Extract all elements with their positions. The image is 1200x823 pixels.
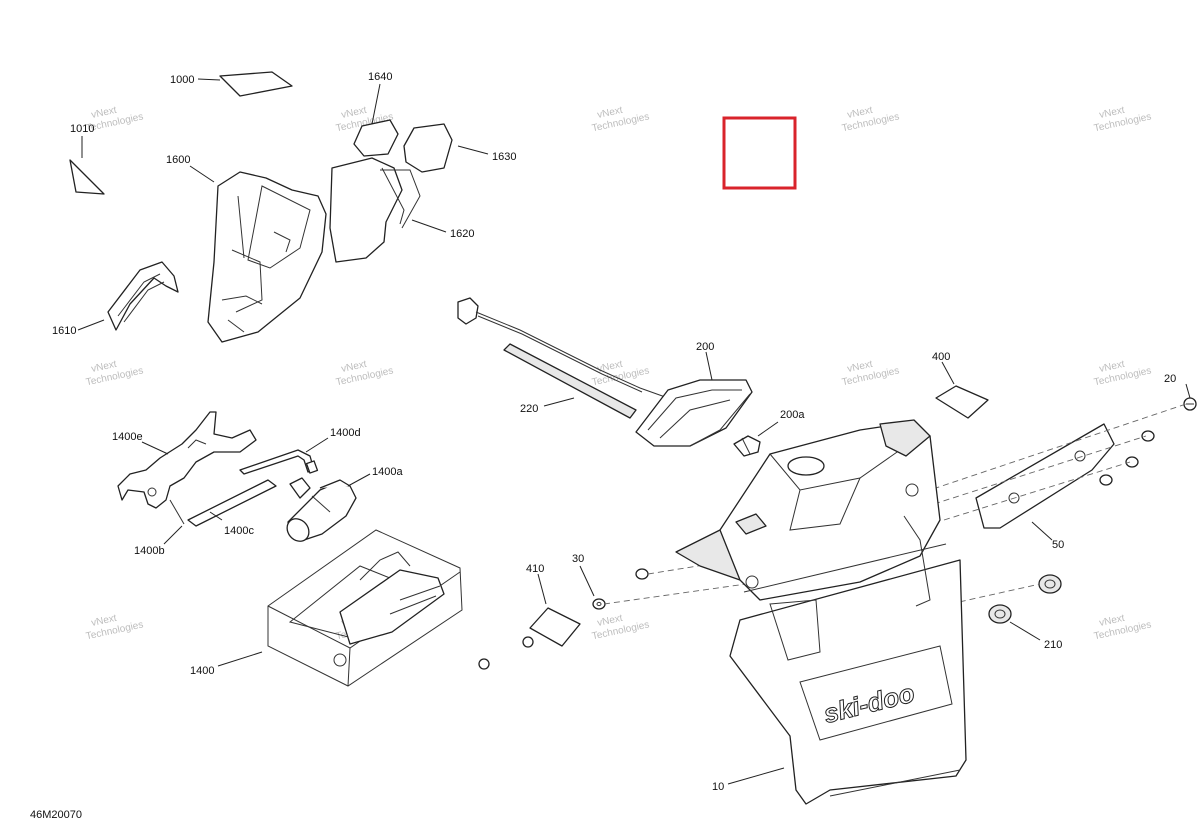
callout-1620[interactable]: 1620 (450, 228, 474, 240)
part-1600-storage-bag[interactable] (207, 171, 327, 343)
callout-50[interactable]: 50 (1052, 539, 1064, 551)
callout-1000[interactable]: 1000 (170, 74, 194, 86)
diagram-code: 46M20070 (30, 809, 82, 821)
callout-1400e[interactable]: 1400e (112, 431, 143, 443)
part-210-grommet[interactable] (988, 604, 1012, 624)
part-30-washer[interactable] (635, 568, 649, 580)
callout-1610[interactable]: 1610 (52, 325, 76, 337)
callout-410[interactable]: 410 (526, 563, 544, 575)
callout-220[interactable]: 220 (520, 403, 538, 415)
watermark: vNextTechnologies (1091, 354, 1153, 389)
watermark: vNextTechnologies (83, 608, 145, 643)
watermark: vNextTechnologies (839, 100, 901, 135)
highlight-box[interactable] (722, 116, 797, 190)
part-1610-strap[interactable] (107, 261, 179, 331)
part-30-washer[interactable] (592, 598, 606, 610)
watermark: vNextTechnologies (1091, 100, 1153, 135)
part-220-seal-strip[interactable] (503, 343, 637, 419)
watermark: vNextTechnologies (333, 354, 395, 389)
part-30-washer[interactable] (522, 636, 534, 648)
part-1640-pad[interactable] (353, 119, 399, 157)
part-1400b-tool[interactable] (169, 499, 185, 525)
callout-10[interactable]: 10 (712, 781, 724, 793)
part-1400-tool-kit[interactable] (267, 529, 463, 687)
watermark: vNextTechnologies (839, 354, 901, 389)
part-30-washer[interactable] (478, 658, 490, 670)
part-20-screw[interactable] (1125, 456, 1139, 468)
part-20-screw[interactable] (1183, 397, 1197, 411)
part-210-grommet[interactable] (1038, 574, 1062, 594)
callout-1400a[interactable]: 1400a (372, 466, 403, 478)
watermark: vNextTechnologies (589, 354, 651, 389)
watermark: vNextTechnologies (589, 100, 651, 135)
watermark: vNextTechnologies (1091, 608, 1153, 643)
part-1400d-rod[interactable] (239, 449, 319, 475)
part-1620-foam-pad[interactable] (329, 157, 421, 263)
part-200-tail-light[interactable] (457, 297, 753, 447)
part-1400a-socket[interactable] (283, 477, 357, 546)
callout-1400[interactable]: 1400 (190, 665, 214, 677)
callout-30[interactable]: 30 (572, 553, 584, 565)
part-1010-decal[interactable] (69, 159, 105, 195)
callout-1400b[interactable]: 1400b (134, 545, 165, 557)
part-20-screw[interactable] (1141, 430, 1155, 442)
callout-1010[interactable]: 1010 (70, 123, 94, 135)
callout-1630[interactable]: 1630 (492, 151, 516, 163)
callout-1400d[interactable]: 1400d (330, 427, 361, 439)
watermark: vNextTechnologies (589, 608, 651, 643)
part-50-bracket[interactable] (975, 423, 1115, 529)
callout-20[interactable]: 20 (1164, 373, 1176, 385)
callout-200a[interactable]: 200a (780, 409, 805, 421)
part-1400c-bar[interactable] (187, 479, 277, 527)
part-1000-decal[interactable] (219, 71, 293, 97)
callout-200[interactable]: 200 (696, 341, 714, 353)
callout-1640[interactable]: 1640 (368, 71, 392, 83)
part-1400e-wrench[interactable] (117, 411, 257, 509)
part-200a-bulb[interactable] (733, 435, 761, 457)
watermark: vNextTechnologies (83, 354, 145, 389)
part-400-decal[interactable] (935, 385, 989, 419)
callout-1400c[interactable]: 1400c (224, 525, 254, 537)
part-20-screw[interactable] (1099, 474, 1113, 486)
part-1630-pad[interactable] (403, 123, 453, 173)
part-410-decal[interactable] (529, 607, 581, 647)
callout-210[interactable]: 210 (1044, 639, 1062, 651)
callout-labels: 1000 1010 1600 1610 1620 1630 1640 1400e… (30, 71, 1176, 821)
callout-400[interactable]: 400 (932, 351, 950, 363)
part-10-snow-flap[interactable]: ski-doo (675, 419, 967, 805)
callout-1600[interactable]: 1600 (166, 154, 190, 166)
